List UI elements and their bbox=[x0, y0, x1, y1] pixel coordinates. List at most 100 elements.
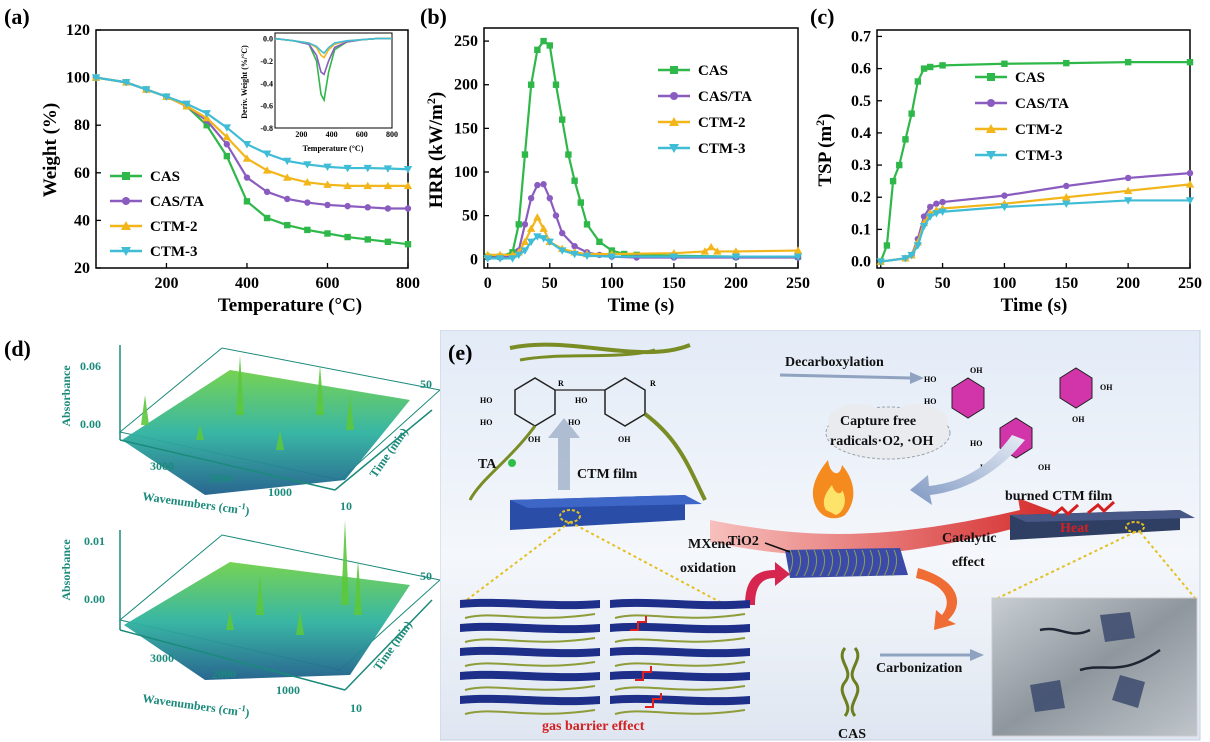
data-point bbox=[545, 238, 554, 247]
fiber-strand bbox=[614, 613, 746, 619]
cas-schematic-label: CAS bbox=[838, 727, 866, 742]
data-point bbox=[520, 247, 530, 255]
ctm-film-label: CTM film bbox=[577, 467, 638, 482]
data-point bbox=[938, 208, 947, 216]
ho-label-3: HO bbox=[575, 396, 587, 405]
panel-label-e: (e) bbox=[448, 340, 472, 365]
data-point bbox=[577, 199, 585, 206]
y-tick-label: 0.2 bbox=[851, 189, 871, 206]
data-point bbox=[223, 141, 231, 148]
data-point bbox=[515, 221, 522, 228]
data-point bbox=[907, 251, 916, 260]
gas-path bbox=[635, 666, 652, 681]
data-point bbox=[539, 235, 548, 243]
data-point bbox=[1185, 197, 1195, 205]
y-tick-label: 0.4 bbox=[851, 125, 871, 142]
surface-peak bbox=[141, 395, 149, 425]
data-point bbox=[896, 161, 903, 169]
data-point bbox=[527, 194, 535, 202]
ho-prod-3: HO bbox=[970, 439, 982, 448]
mesh-fiber bbox=[883, 549, 890, 577]
catalytic-arrow bbox=[916, 568, 958, 630]
data-point bbox=[344, 202, 351, 210]
data-point bbox=[526, 238, 536, 247]
y-axis-title-b: HRR (kW/m2) bbox=[424, 92, 447, 208]
carbonization-label: Carbonization bbox=[876, 661, 963, 676]
mesh-fiber bbox=[811, 549, 818, 577]
data-point bbox=[731, 253, 741, 261]
data-point bbox=[324, 230, 331, 237]
inset-x-tick: 400 bbox=[326, 130, 338, 139]
x-tick-label: 600 bbox=[315, 275, 339, 292]
data-point bbox=[731, 247, 741, 255]
data-point bbox=[263, 214, 271, 222]
mxene-sheet bbox=[460, 622, 600, 634]
x-tick-label: 50 bbox=[935, 275, 951, 292]
mxene-sheet bbox=[460, 646, 600, 658]
mesh-fiber bbox=[859, 549, 866, 577]
inset-y-tick: -0.8 bbox=[260, 124, 273, 133]
y-ticks-c: 0.00.10.20.30.40.50.60.7 bbox=[851, 28, 882, 271]
x-tick-label: 50 bbox=[542, 275, 558, 292]
series-c bbox=[876, 58, 1195, 266]
heat-label: Heat bbox=[1060, 521, 1089, 536]
y-tick-label: 0 bbox=[470, 251, 478, 268]
gas-barrier-label: gas barrier effect bbox=[542, 719, 645, 734]
products bbox=[951, 367, 1093, 459]
data-point bbox=[364, 204, 371, 211]
mxene-label-1: MXene bbox=[688, 537, 732, 552]
inset-frame-a bbox=[274, 32, 393, 129]
burned-film-label: burned CTM film bbox=[1005, 489, 1113, 504]
x-tick-label: 150 bbox=[1054, 275, 1078, 292]
data-point bbox=[914, 78, 922, 85]
x-axis-title-c: Time (s) bbox=[1001, 295, 1068, 316]
data-point bbox=[534, 181, 541, 189]
data-point bbox=[284, 195, 291, 203]
data-point bbox=[920, 65, 928, 72]
mesh-fiber bbox=[827, 549, 834, 577]
series-line-CTM-3 bbox=[880, 199, 1190, 263]
data-point bbox=[243, 174, 251, 181]
legend-marker bbox=[121, 247, 131, 256]
legend-label: CAS/TA bbox=[150, 194, 204, 210]
data-point bbox=[902, 136, 909, 143]
sem-image bbox=[991, 597, 1198, 737]
data-point bbox=[1185, 180, 1195, 188]
y-tick-top-0: 50 bbox=[420, 377, 432, 391]
x-tick-label: 800 bbox=[396, 275, 420, 292]
surface-peak bbox=[354, 560, 362, 615]
mesh-fiber bbox=[875, 549, 882, 577]
mesh-fiber bbox=[803, 549, 810, 577]
data-point bbox=[403, 166, 413, 174]
x-tick-label: 200 bbox=[1116, 275, 1140, 292]
data-point bbox=[324, 201, 331, 209]
mesh-fiber bbox=[867, 549, 874, 577]
legend-marker bbox=[122, 172, 130, 180]
data-point bbox=[243, 198, 251, 205]
chart-d: (d) 0.06 0.00 Absorbance 3000 2000 1000 … bbox=[4, 336, 440, 720]
panel-label-c: (c) bbox=[810, 4, 834, 29]
data-point bbox=[1123, 186, 1133, 195]
y-tick-label: 40 bbox=[74, 212, 90, 229]
inset-x-title-a: Temperature (°C) bbox=[303, 144, 364, 153]
legend-label: CTM-2 bbox=[698, 115, 746, 131]
data-point bbox=[1124, 174, 1132, 182]
oh-label-1: OH bbox=[528, 435, 541, 444]
z-tick-bottom-1: 0.00 bbox=[84, 592, 105, 606]
data-point bbox=[1000, 203, 1009, 212]
ta-label: TA bbox=[478, 457, 497, 472]
data-point bbox=[343, 164, 352, 173]
data-point bbox=[202, 113, 211, 122]
inset-line-CTM-3 bbox=[274, 37, 392, 55]
data-point bbox=[920, 213, 928, 220]
data-point bbox=[363, 164, 372, 173]
y-tick-label: 0.3 bbox=[851, 157, 871, 174]
data-point bbox=[283, 173, 292, 181]
surface-peak bbox=[236, 355, 244, 415]
legend-label: CAS bbox=[1015, 70, 1045, 86]
data-point bbox=[508, 255, 517, 263]
